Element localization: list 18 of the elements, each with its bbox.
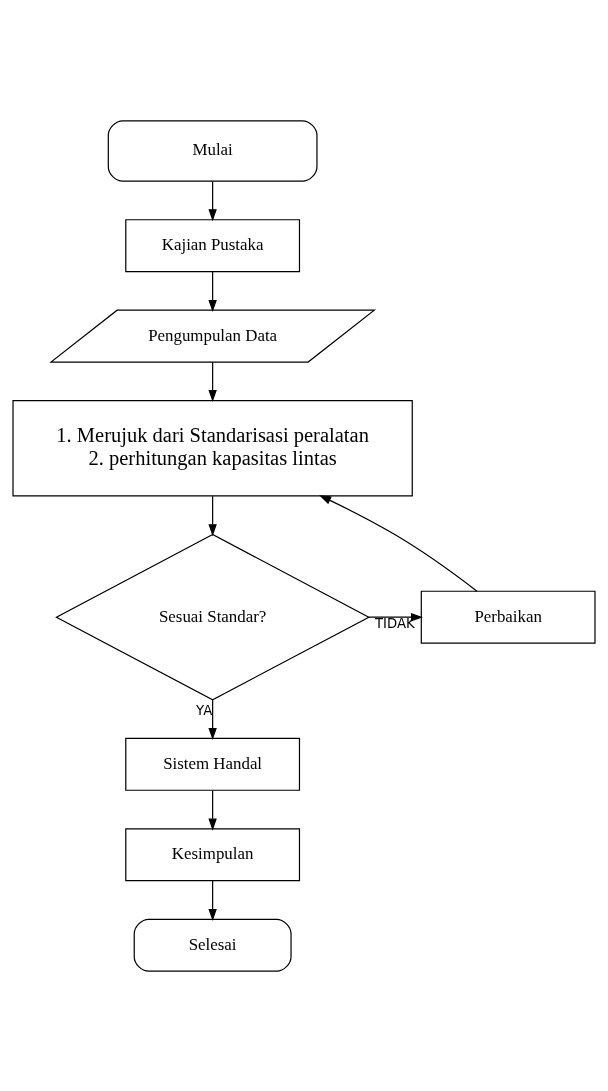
node-diamond: Sesuai Standar? <box>55 533 371 700</box>
node-box: Sistem Handal <box>125 737 301 791</box>
node-box: 1. Merujuk dari Standarisasi peralatan 2. perhitungan kapasitas lintas <box>12 399 413 497</box>
arrow <box>208 879 217 921</box>
arrow <box>208 180 217 221</box>
node-box: Perbaikan <box>420 590 596 644</box>
node-box: Mulai <box>107 119 318 182</box>
node-box: Selesai <box>133 918 292 972</box>
arrow <box>208 361 217 402</box>
arrow <box>208 698 217 740</box>
node-box: Kajian Pustaka <box>125 218 301 272</box>
arrow <box>208 495 217 536</box>
arrow <box>319 494 478 592</box>
node-box: Kesimpulan <box>125 827 301 881</box>
arrow <box>208 789 217 831</box>
arrow <box>208 270 217 312</box>
edge-label: YA <box>196 702 213 718</box>
edge-label: TIDAK <box>375 615 415 631</box>
